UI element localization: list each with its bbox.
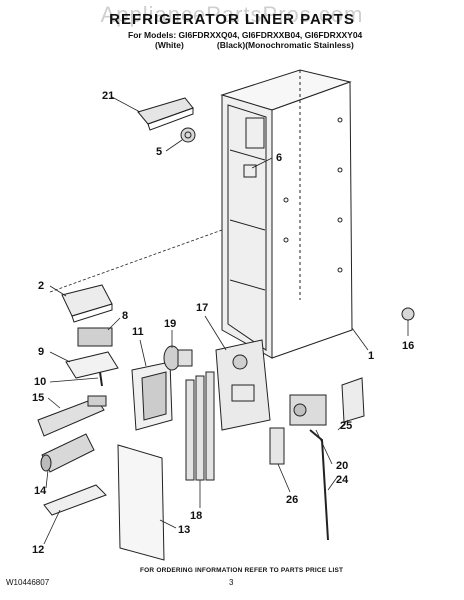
- callout-1: 1: [368, 350, 375, 362]
- part-6-clip: [243, 164, 257, 178]
- callout-24: 24: [336, 474, 349, 486]
- callout-20: 20: [336, 460, 349, 472]
- callout-12: 12: [32, 544, 45, 556]
- part-15-filter-housing: [37, 395, 107, 437]
- part-16-grommet: [401, 307, 415, 321]
- page-title: REFRIGERATOR LINER PARTS: [109, 11, 355, 28]
- callout-15: 15: [32, 392, 45, 404]
- part-19-fan-motor: [163, 345, 193, 371]
- part-21-light-cover: [137, 97, 194, 131]
- callout-21: 21: [102, 90, 115, 102]
- document-number: W10446807: [6, 578, 50, 587]
- callout-9: 9: [38, 346, 45, 358]
- part-26-block: [269, 427, 285, 465]
- callout-5: 5: [156, 146, 163, 158]
- variants-line: (White) (Black)(Monochromatic Stainless): [155, 40, 354, 50]
- models-line: For Models: GI6FDRXXQ04, GI6FDRXXB04, GI…: [128, 30, 363, 40]
- leader-lines: [43, 96, 409, 545]
- part-12-tray: [43, 484, 107, 516]
- callout-8: 8: [122, 310, 129, 322]
- part-14-filter-cartridge: [40, 433, 95, 473]
- callout-16: 16: [402, 340, 415, 352]
- callout-10: 10: [34, 376, 47, 388]
- callout-25: 25: [340, 420, 353, 432]
- part-5-grommet: [180, 127, 196, 143]
- callout-14: 14: [34, 485, 47, 497]
- callout-6: 6: [276, 152, 283, 164]
- ordering-note: FOR ORDERING INFORMATION REFER TO PARTS …: [140, 567, 344, 574]
- part-17-control-assembly: [215, 339, 271, 431]
- part-2-cover-tray: [61, 284, 113, 323]
- callout-13: 13: [178, 524, 191, 536]
- callout-17: 17: [196, 302, 209, 314]
- callout-2: 2: [38, 280, 45, 292]
- watermark: AppliancePartsPros.com: [100, 2, 364, 27]
- part-8-filter-pad: [77, 327, 113, 347]
- part-10-screw: [99, 371, 103, 387]
- part-9-cover: [65, 351, 119, 379]
- part-13-panel: [117, 444, 165, 561]
- callout-19: 19: [164, 318, 177, 330]
- liner-box-part: [220, 69, 353, 359]
- callout-26: 26: [286, 494, 299, 506]
- page-number: 3: [229, 578, 234, 587]
- part-20-water-valve: [289, 394, 327, 426]
- callout-11: 11: [132, 326, 144, 338]
- part-18-evaporator-heater: [185, 371, 215, 481]
- part-11-bracket: [131, 361, 173, 431]
- part-25-bracket: [341, 377, 365, 423]
- part-24-tube: [309, 429, 329, 541]
- callout-18: 18: [190, 510, 203, 522]
